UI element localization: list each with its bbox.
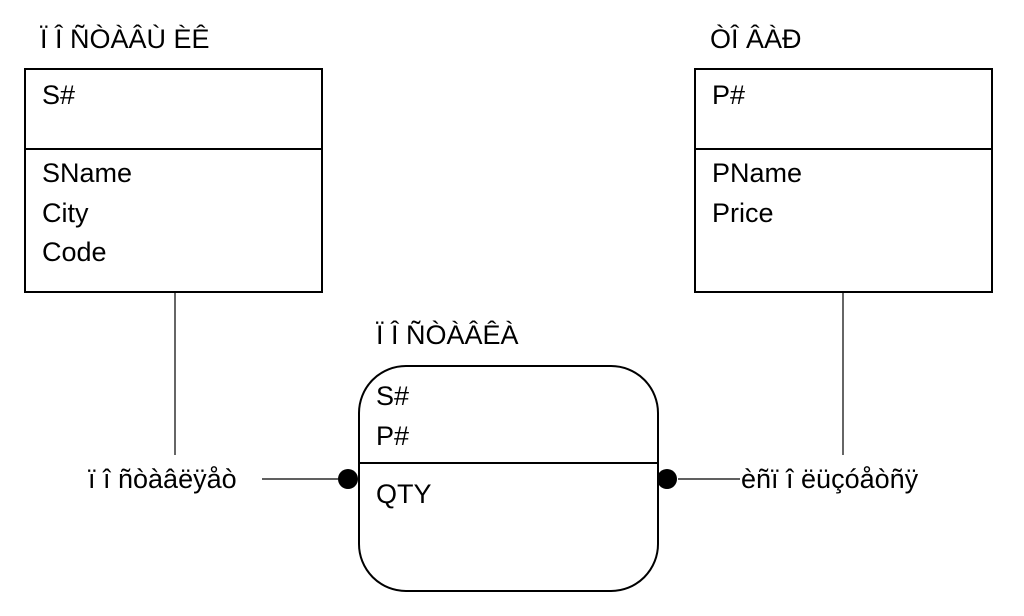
supplier-separator (26, 148, 321, 150)
relationship-key-s: S# (376, 381, 410, 411)
part-separator (696, 148, 991, 150)
part-attr-price: Price (712, 198, 774, 228)
supplier-attr-sname: SName (42, 158, 133, 188)
part-attr-pname: PName (712, 158, 803, 188)
relationship-attr-qty: QTY (376, 479, 432, 509)
right-link-label: èñï î ëüçóåòñÿ (741, 464, 919, 494)
supplier-connector-dot (338, 469, 358, 489)
left-link-label: ï î ñòàâëÿåò (88, 464, 237, 494)
part-entity-box: P# PName Price (694, 68, 993, 293)
part-connector-dot (657, 469, 677, 489)
relationship-key-p: P# (376, 421, 410, 451)
supplier-attr-code: Code (42, 237, 107, 267)
relationship-separator (360, 462, 657, 464)
supplier-key: S# (42, 80, 76, 110)
part-key: P# (712, 80, 746, 110)
relationship-title: Ï Î ÑÒÀÂÊÀ (376, 320, 519, 350)
supplier-entity-title: Ï Î ÑÒÀÂÙ ÈÊ (40, 24, 210, 54)
part-entity-title: ÒÎ ÂÀÐ (710, 24, 802, 54)
supplier-entity-box: S# SName City Code (24, 68, 323, 293)
relationship-box: S# P# QTY (358, 365, 659, 592)
supplier-attr-city: City (42, 198, 89, 228)
